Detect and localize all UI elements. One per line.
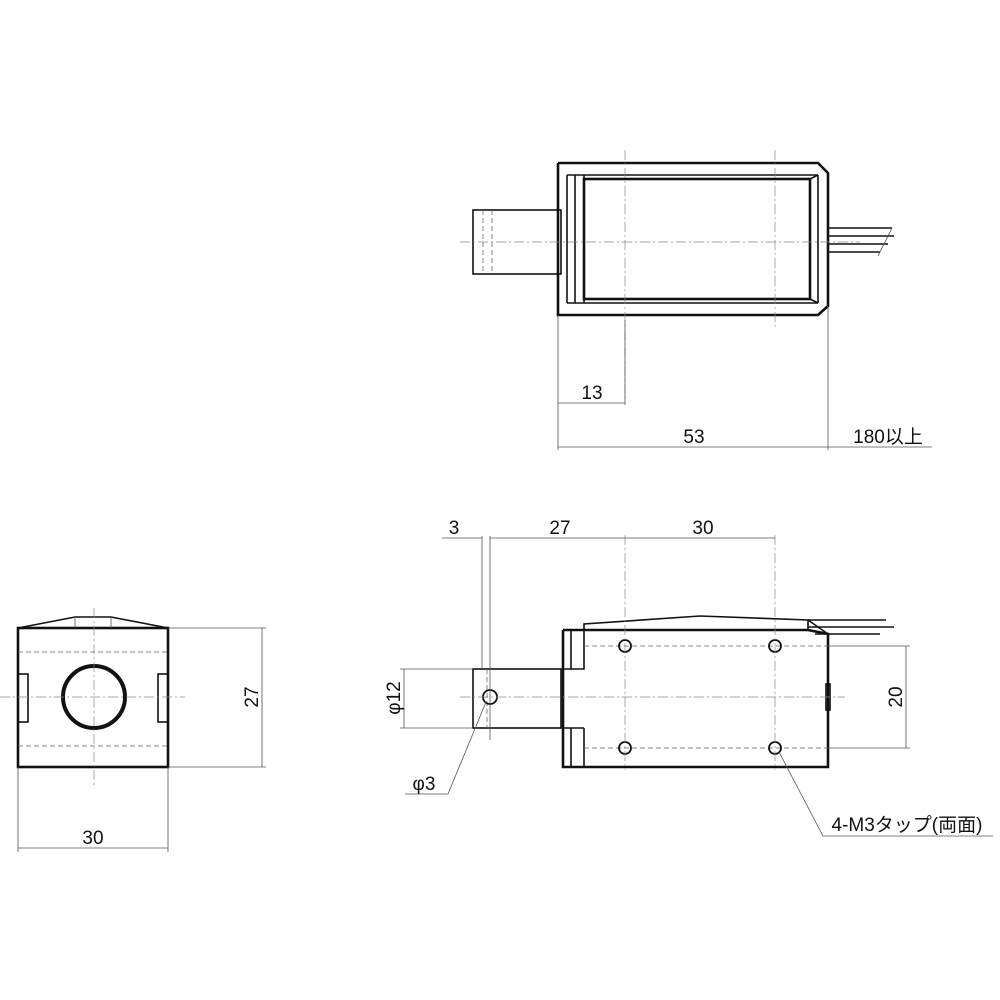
dim-27-label: 27 [549, 518, 570, 539]
frame-outline [556, 161, 830, 317]
tap-note-label: 4-M3タップ(両面) [832, 814, 983, 836]
right-slot [157, 673, 169, 723]
dim-3-label: 3 [449, 518, 460, 539]
front-plunger [472, 668, 562, 729]
end-view: 30 27 [0, 608, 266, 852]
dim-lead-label: 180以上 [853, 426, 923, 448]
top-view: 13 53 180以上 [460, 150, 932, 450]
dim-end-width-label: 30 [82, 828, 103, 849]
dim-end-height: 27 [168, 627, 266, 768]
dim-30-label: 30 [692, 518, 713, 539]
dim-13: 13 [557, 315, 626, 450]
front-body-outline [561, 628, 830, 769]
dim-end-height-label: 27 [242, 686, 263, 707]
dim-phi3: φ3 [405, 701, 487, 795]
dim-phi12: φ12 [384, 668, 473, 729]
dim-lead-length: 180以上 [828, 426, 932, 448]
coil-bobbin [582, 177, 812, 301]
dim-phi12-label: φ12 [384, 681, 405, 714]
left-slot [17, 673, 29, 723]
end-view-lead-cover [17, 616, 169, 629]
tap-note: 4-M3タップ(両面) [778, 751, 993, 837]
dim-phi3-label: φ3 [413, 774, 436, 795]
dim-53-label: 53 [683, 427, 704, 448]
dim-53: 53 [558, 306, 829, 450]
dim-front-top: 3 27 30 [442, 518, 775, 740]
dim-end-width: 30 [17, 767, 169, 852]
dim-20: 20 [828, 645, 910, 749]
dim-13-label: 13 [581, 383, 602, 404]
dim-20-label: 20 [886, 686, 907, 707]
front-view: 3 27 30 φ12 φ3 20 4-M3タップ(両面) [384, 518, 993, 837]
